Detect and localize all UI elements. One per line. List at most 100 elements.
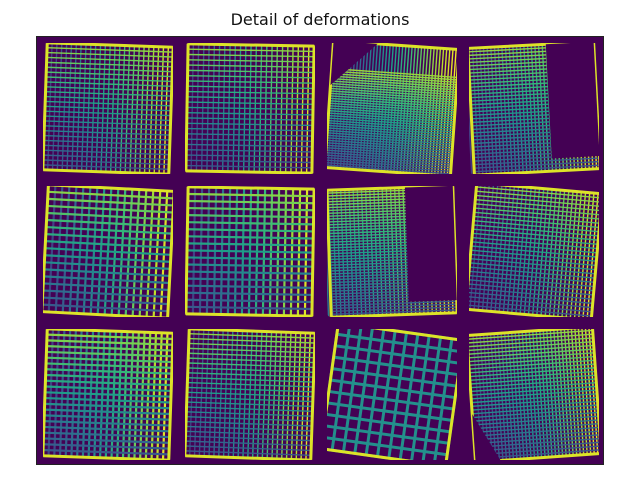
grid-line-vertical [349,43,360,170]
grid-line-horizontal [327,119,454,130]
grid-line-horizontal [474,160,599,169]
grid-line-horizontal [327,164,451,174]
grid-line-horizontal [186,249,314,254]
grid-line-horizontal [331,67,457,79]
grid-line-horizontal [186,138,313,143]
panel-r3c4 [469,329,599,460]
grid-line-horizontal [47,197,173,207]
panel-border [43,43,173,174]
panel-r2c2 [185,186,315,317]
grid-line-horizontal [43,134,170,141]
grid-line-vertical [376,330,397,457]
grid-line-horizontal [187,386,314,393]
grid-line-horizontal [187,74,314,79]
grid-line-horizontal [470,385,597,396]
grid-line-horizontal [186,143,313,148]
grid-line-horizontal [188,342,315,349]
grid-line-horizontal [331,72,457,84]
grid-line-horizontal [45,90,172,97]
deformation-grid-svg [37,37,603,464]
grid-line-horizontal [44,414,171,421]
grid-line-vertical [364,43,376,171]
grid-line-horizontal [327,142,453,153]
grid-line-horizontal [469,279,594,292]
grid-line-vertical [330,329,352,451]
grid-line-horizontal [46,51,173,58]
grid-line-horizontal [327,159,451,170]
grid-line-horizontal [187,96,314,100]
figure-title: Detail of deformations [230,10,410,29]
grid-line-horizontal [327,154,452,165]
grid-line-vertical [418,47,429,174]
grid-line-horizontal [330,303,457,310]
grid-line-horizontal [470,378,597,389]
grid-line-horizontal [469,359,595,370]
panel-border [185,329,315,460]
panel-r1c3 [327,43,457,174]
grid-line-horizontal [46,218,173,228]
grid-line-horizontal [45,95,172,102]
grid-line-horizontal [45,100,172,107]
grid-line-horizontal [186,127,313,132]
grid-line-horizontal [186,117,313,121]
grid-line-horizontal [43,448,169,456]
grid-line-vertical [361,43,372,171]
grid-line-vertical [371,44,382,171]
grid-line-vertical [358,43,369,170]
grid-line-horizontal [186,256,313,261]
grid-line-vertical [386,45,398,172]
grid-line-horizontal [469,348,595,359]
grid-line-horizontal [188,337,315,344]
grid-line-horizontal [47,190,173,200]
grid-line-horizontal [47,47,173,53]
grid-line-horizontal [327,129,454,140]
grid-line-vertical [415,47,426,174]
grid-line-horizontal [188,352,315,359]
grid-line-horizontal [185,425,312,432]
grid-line-horizontal [187,235,314,240]
grid-line-horizontal [44,115,171,122]
grid-line-horizontal [471,236,598,250]
grid-line-horizontal [327,134,453,145]
grid-line-horizontal [43,159,170,166]
grid-line-horizontal [47,333,173,341]
grid-line-horizontal [327,127,454,138]
grid-line-horizontal [327,149,452,160]
grid-line-horizontal [186,401,313,408]
grid-line-horizontal [327,151,452,163]
grid-line-vertical [437,48,448,174]
grid-line-vertical [398,333,420,460]
grid-line-horizontal [187,59,314,63]
grid-line-horizontal [331,306,457,313]
grid-line-horizontal [471,393,598,404]
grid-line-horizontal [469,370,596,381]
grid-line-horizontal [187,192,314,198]
grid-line-horizontal [43,296,169,306]
grid-line-horizontal [43,443,170,450]
grid-line-horizontal [330,80,457,91]
grid-line-horizontal [46,225,173,235]
grid-line-vertical [374,44,385,172]
grid-line-horizontal [469,337,594,348]
grid-line-horizontal [469,352,595,363]
panel-r3c3 [327,329,457,460]
grid-line-horizontal [186,305,313,311]
grid-line-horizontal [327,122,454,133]
grid-line-horizontal [474,441,599,452]
panel-border [185,186,315,317]
grid-line-horizontal [187,90,314,95]
grid-line-horizontal [327,412,451,434]
grid-line-horizontal [189,333,315,339]
grid-line-horizontal [328,104,455,116]
grid-line-horizontal [187,381,314,388]
grid-line-horizontal [44,254,171,263]
grid-line-horizontal [330,82,457,93]
grid-line-horizontal [331,367,457,388]
grid-line-horizontal [327,156,452,168]
grid-line-horizontal [329,102,455,113]
grid-line-horizontal [328,112,455,123]
panel-r2c1 [43,186,173,317]
grid-line-horizontal [469,295,593,309]
grid-line-vertical [430,48,442,174]
grid-line-horizontal [327,435,448,457]
